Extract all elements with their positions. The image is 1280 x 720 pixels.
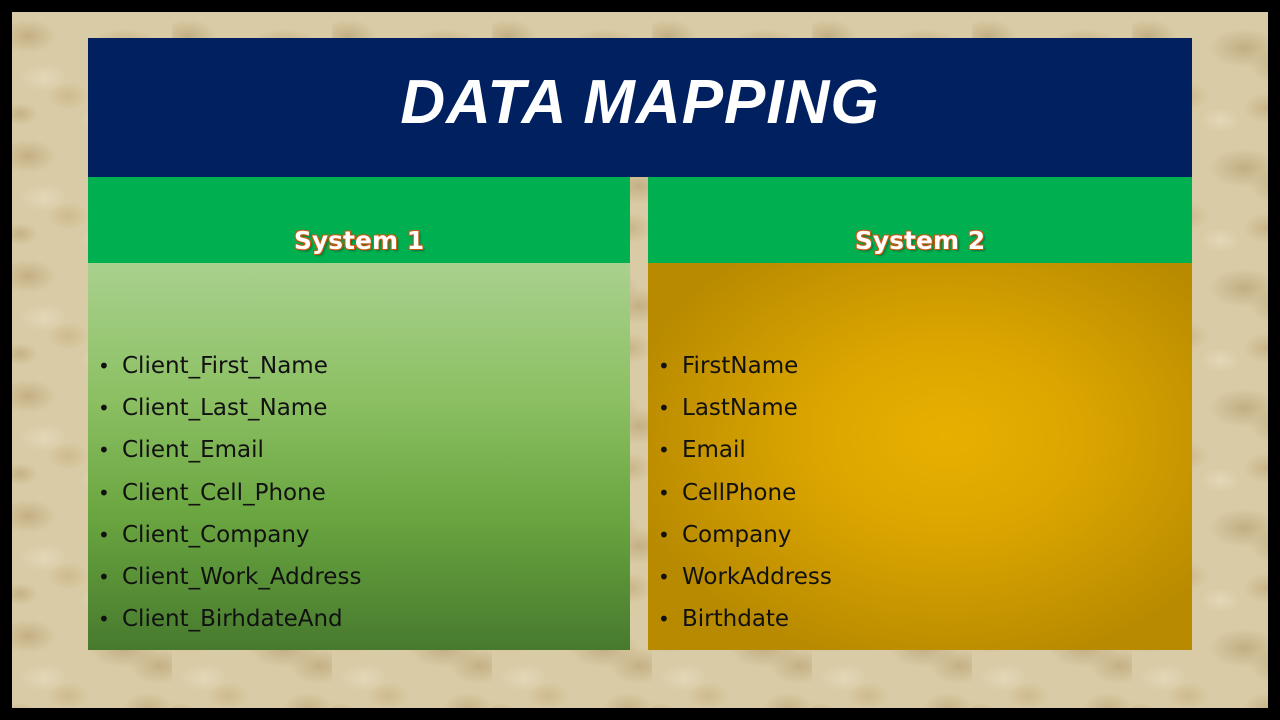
bullet-icon: • <box>98 438 110 463</box>
field-item: • Client_Company <box>98 519 361 561</box>
field-name: Company <box>682 521 792 548</box>
field-name: Client_Work_Address <box>122 563 362 590</box>
bullet-icon: • <box>658 480 670 505</box>
title-banner: DATA MAPPING <box>88 38 1192 177</box>
field-name: Client_Company <box>122 521 310 548</box>
field-name: Client_Cell_Phone <box>122 479 326 506</box>
system-2-header: System 2 <box>648 177 1192 263</box>
bullet-icon: • <box>98 607 110 632</box>
field-item: • Client_Work_Address <box>98 561 361 603</box>
field-item: • Email <box>658 434 832 476</box>
system-1-body: • Client_First_Name • Client_Last_Name • Cl… <box>88 263 630 650</box>
field-item: • Client_Cell_Phone <box>98 477 361 519</box>
system-2-panel: System 2 • FirstName • LastName • Email • Ce… <box>648 177 1192 650</box>
field-name: Client_BirhdateAnd <box>122 606 343 633</box>
bullet-icon: • <box>658 522 670 547</box>
bullet-icon: • <box>658 564 670 589</box>
field-item: • Client_BirhdateAnd <box>98 603 361 645</box>
field-item: • LastName <box>658 392 832 434</box>
field-item: • Client_First_Name <box>98 350 361 392</box>
system-2-field-list: • FirstName • LastName • Email • CellPhone •… <box>658 350 832 645</box>
field-name: CellPhone <box>682 479 797 506</box>
field-item: • Client_Last_Name <box>98 392 361 434</box>
bullet-icon: • <box>98 522 110 547</box>
bullet-icon: • <box>98 480 110 505</box>
system-1-header: System 1 <box>88 177 630 263</box>
system-1-field-list: • Client_First_Name • Client_Last_Name • Cl… <box>98 350 361 645</box>
bullet-icon: • <box>98 396 110 421</box>
bullet-icon: • <box>98 564 110 589</box>
system-1-label: System 1 <box>293 226 425 255</box>
field-item: • FirstName <box>658 350 832 392</box>
bullet-icon: • <box>658 354 670 378</box>
bullet-icon: • <box>98 354 110 378</box>
field-name: FirstName <box>682 353 799 379</box>
field-name: Client_First_Name <box>122 353 328 379</box>
field-item: • WorkAddress <box>658 561 832 603</box>
system-1-panel: System 1 • Client_First_Name • Client_Last… <box>88 177 630 650</box>
field-name: WorkAddress <box>682 563 832 590</box>
field-name: Client_Last_Name <box>122 395 328 422</box>
bullet-icon: • <box>658 607 670 632</box>
field-item: • CellPhone <box>658 477 832 519</box>
field-name: Birthdate <box>682 606 790 633</box>
system-2-label: System 2 <box>854 226 986 255</box>
slide-title: DATA MAPPING <box>400 68 880 137</box>
field-item: • Company <box>658 519 832 561</box>
system-2-body: • FirstName • LastName • Email • CellPhone •… <box>648 263 1192 650</box>
field-item: • Birthdate <box>658 603 832 645</box>
field-name: LastName <box>682 395 798 422</box>
field-name: Client_Email <box>122 437 264 464</box>
bullet-icon: • <box>658 396 670 421</box>
field-name: Email <box>682 437 746 464</box>
field-item: • Client_Email <box>98 434 361 476</box>
bullet-icon: • <box>658 438 670 463</box>
